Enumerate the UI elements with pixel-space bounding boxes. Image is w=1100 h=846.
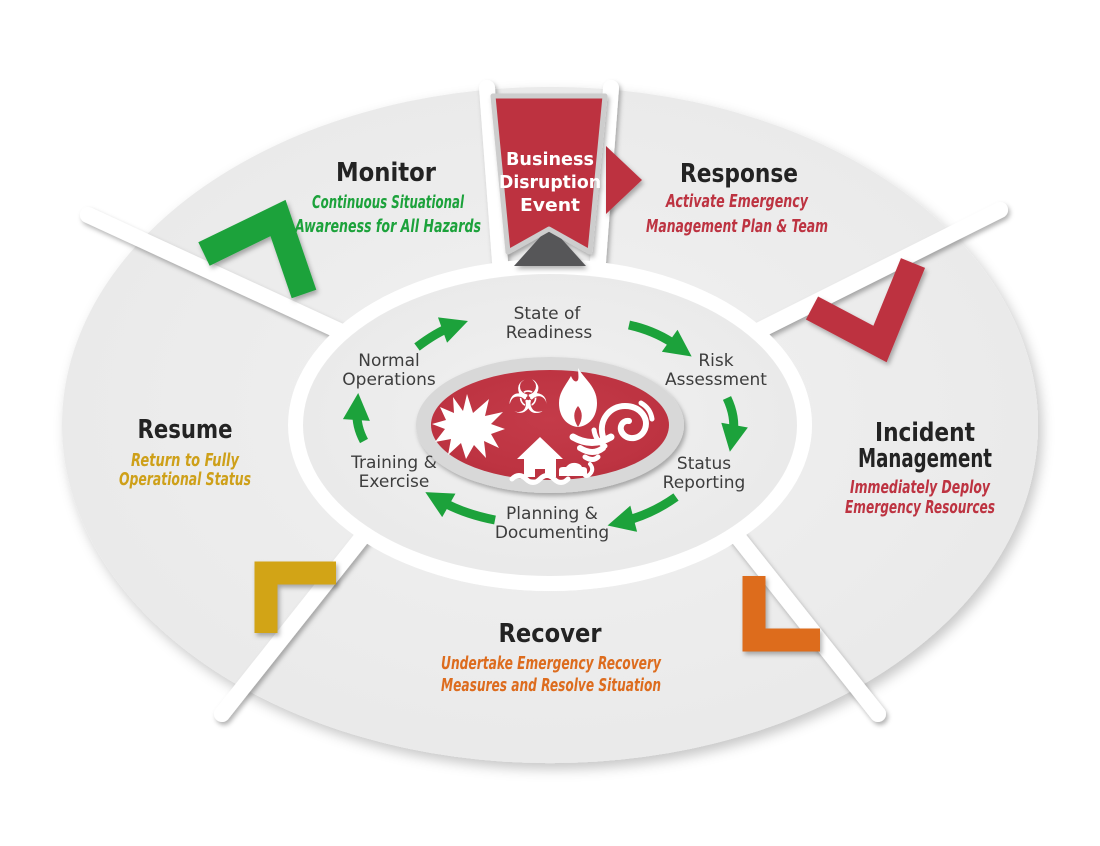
segment-incident-management: Incident Management Immediately Deploy E…: [845, 418, 995, 518]
ribbon-line-3: Event: [520, 195, 580, 216]
subtitle-incident-1: Immediately Deploy: [850, 477, 991, 498]
label-training-exercise-2: Exercise: [359, 472, 430, 492]
label-risk-assessment-1: Risk: [698, 351, 733, 371]
event-to-response-arrow: [606, 146, 642, 214]
label-state-of-readiness-2: Readiness: [506, 323, 593, 343]
arrow-risk-to-status: [721, 396, 748, 452]
fire-icon: [559, 368, 597, 427]
separator-monitor-resume: [80, 207, 380, 354]
flood-icon: [509, 437, 587, 485]
event-ribbon: Business Disruption Event: [490, 93, 608, 266]
arrow-status-to-planning: [607, 493, 679, 532]
title-resume: Resume: [138, 415, 233, 445]
title-recover: Recover: [499, 619, 602, 649]
label-state-of-readiness-1: State of: [514, 304, 582, 324]
subtitle-incident-2: Emergency Resources: [845, 497, 995, 518]
ribbon-line-1: Business: [506, 149, 594, 170]
cycle-labels: State of Readiness Risk Assessment Statu…: [342, 304, 767, 543]
label-training-exercise-1: Training &: [350, 453, 437, 473]
segment-response: Response Activate Emergency Management P…: [646, 159, 828, 237]
label-status-reporting-1: Status: [677, 454, 731, 474]
title-incident-1: Incident: [875, 418, 975, 448]
separator-ribbon-right: [590, 80, 619, 270]
subtitle-recover-2: Measures and Resolve Situation: [441, 675, 661, 696]
outer-ring: [61, 86, 1039, 764]
ribbon-line-2: Disruption: [499, 172, 601, 193]
hazard-ellipse: [431, 370, 669, 480]
biohazard-icon: ☣: [507, 370, 548, 424]
ribbon-tail: [514, 226, 586, 266]
title-response: Response: [680, 159, 798, 189]
cycle-arrows: [342, 317, 748, 532]
title-incident-2: Management: [858, 444, 992, 474]
chevron-resume-to-monitor: [198, 199, 317, 299]
segment-recover: Recover Undertake Emergency Recovery Mea…: [441, 619, 662, 696]
ribbon-body: [490, 93, 608, 255]
explosion-icon: [432, 394, 505, 459]
segment-resume: Resume Return to Fully Operational Statu…: [119, 415, 251, 490]
chevron-incident-to-recover: [742, 576, 820, 652]
chevron-recover-to-resume: [254, 561, 336, 633]
separator-response-incident: [712, 202, 1008, 358]
subtitle-monitor-1: Continuous Situational: [312, 192, 465, 213]
subtitle-resume-1: Return to Fully: [131, 450, 240, 471]
subtitle-response-2: Management Plan & Team: [646, 216, 828, 237]
separator-ribbon-left: [479, 80, 508, 270]
hazard-icons: ☣: [432, 368, 655, 485]
chevron-response-to-incident: [805, 258, 926, 363]
label-planning-documenting-1: Planning &: [506, 504, 598, 524]
subtitle-recover-1: Undertake Emergency Recovery: [441, 653, 662, 674]
arrow-planning-to-training: [425, 492, 496, 525]
segment-monitor: Monitor Continuous Situational Awareness…: [294, 158, 482, 237]
subtitle-resume-2: Operational Status: [119, 469, 251, 490]
label-planning-documenting-2: Documenting: [495, 523, 609, 543]
subtitle-response-1: Activate Emergency: [665, 191, 809, 212]
label-normal-operations-2: Operations: [342, 370, 436, 390]
arrow-readiness-to-risk: [627, 320, 692, 357]
arrow-normal-to-readiness: [414, 317, 468, 351]
label-normal-operations-1: Normal: [358, 351, 420, 371]
title-monitor: Monitor: [336, 158, 436, 188]
subtitle-monitor-2: Awareness for All Hazards: [294, 216, 482, 237]
label-risk-assessment-2: Assessment: [665, 370, 767, 390]
arrow-training-to-normal: [342, 393, 370, 444]
label-status-reporting-2: Reporting: [663, 473, 746, 493]
tornado-icon: [569, 433, 615, 478]
